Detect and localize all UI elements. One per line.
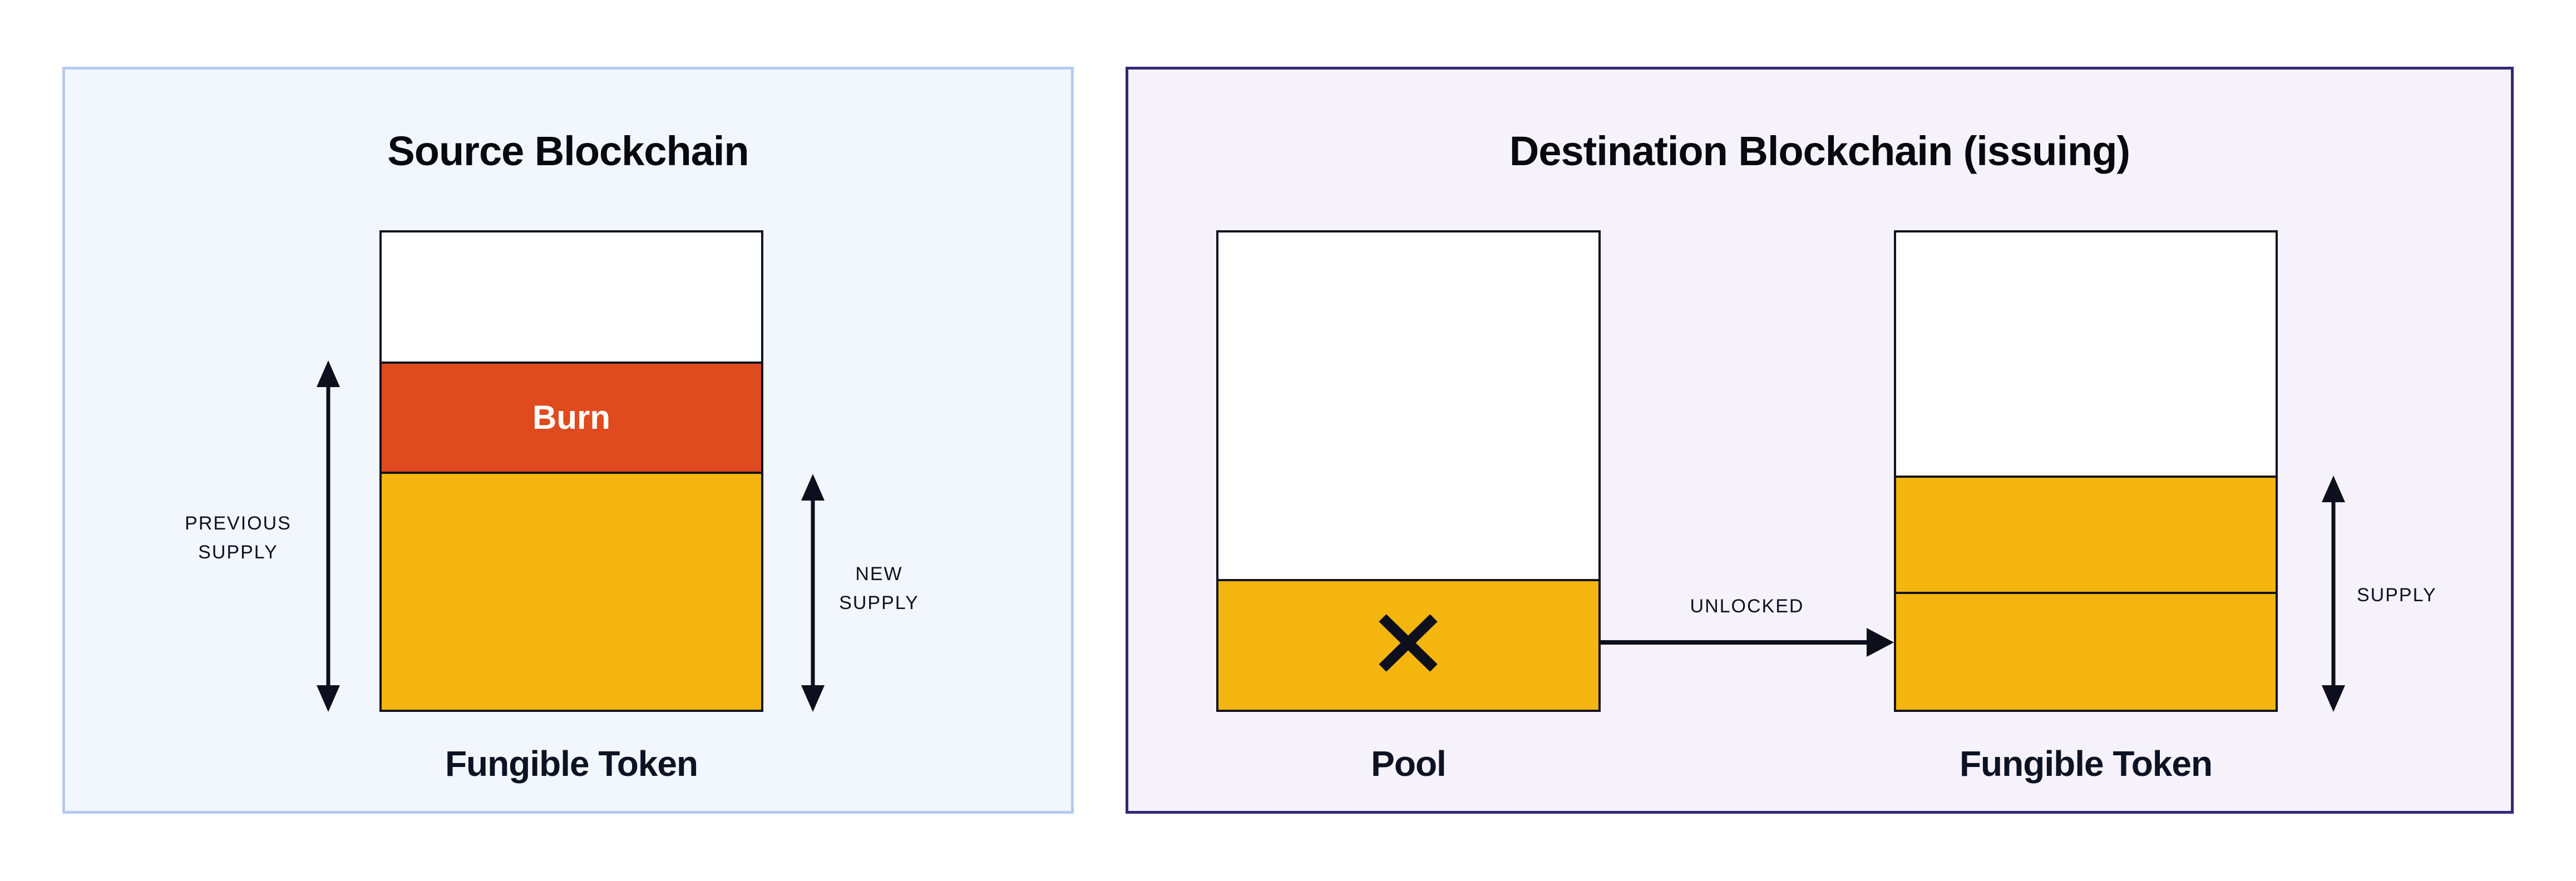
pool-caption: Pool [1371, 744, 1447, 784]
supply-arrow [2321, 476, 2346, 712]
unlocked-arrow [1601, 627, 1894, 658]
previous-supply-label: PREVIOUS SUPPLY [185, 513, 292, 563]
destination-bar-segment-existing-supply [1896, 475, 2276, 592]
double-headed-vertical-arrow-icon [2322, 476, 2345, 712]
destination-panel-title: Destination Blockchain (issuing) [1509, 128, 2130, 174]
destination-bar-caption: Fungible Token [1959, 744, 2213, 784]
source-bar-segment-new-supply [382, 474, 761, 710]
source-bar-segment-unallocated [382, 232, 761, 362]
destination-bar-segment-unallocated [1896, 232, 2276, 476]
unlocked-label: UNLOCKED [1690, 596, 1804, 617]
supply-label: SUPPLY [2357, 585, 2437, 606]
new-supply-arrow [801, 474, 825, 712]
double-headed-vertical-arrow-icon [801, 474, 825, 712]
destination-token-bar [1894, 230, 2278, 712]
double-headed-vertical-arrow-icon [317, 360, 340, 712]
source-bar-caption: Fungible Token [445, 744, 698, 784]
new-supply-label: NEW SUPPLY [839, 563, 919, 613]
burn-label: Burn [532, 399, 610, 437]
source-panel-title: Source Blockchain [387, 128, 749, 174]
right-arrow-icon [1601, 628, 1894, 657]
source-bar-segment-burn: Burn [382, 361, 761, 474]
pool-segment-unallocated [1218, 232, 1598, 579]
pool-bar [1216, 230, 1601, 712]
source-token-bar: Burn [379, 230, 763, 712]
destination-bar-segment-unlocked-supply [1896, 592, 2276, 710]
previous-supply-arrow [316, 360, 340, 712]
x-cross-icon [1375, 615, 1441, 671]
